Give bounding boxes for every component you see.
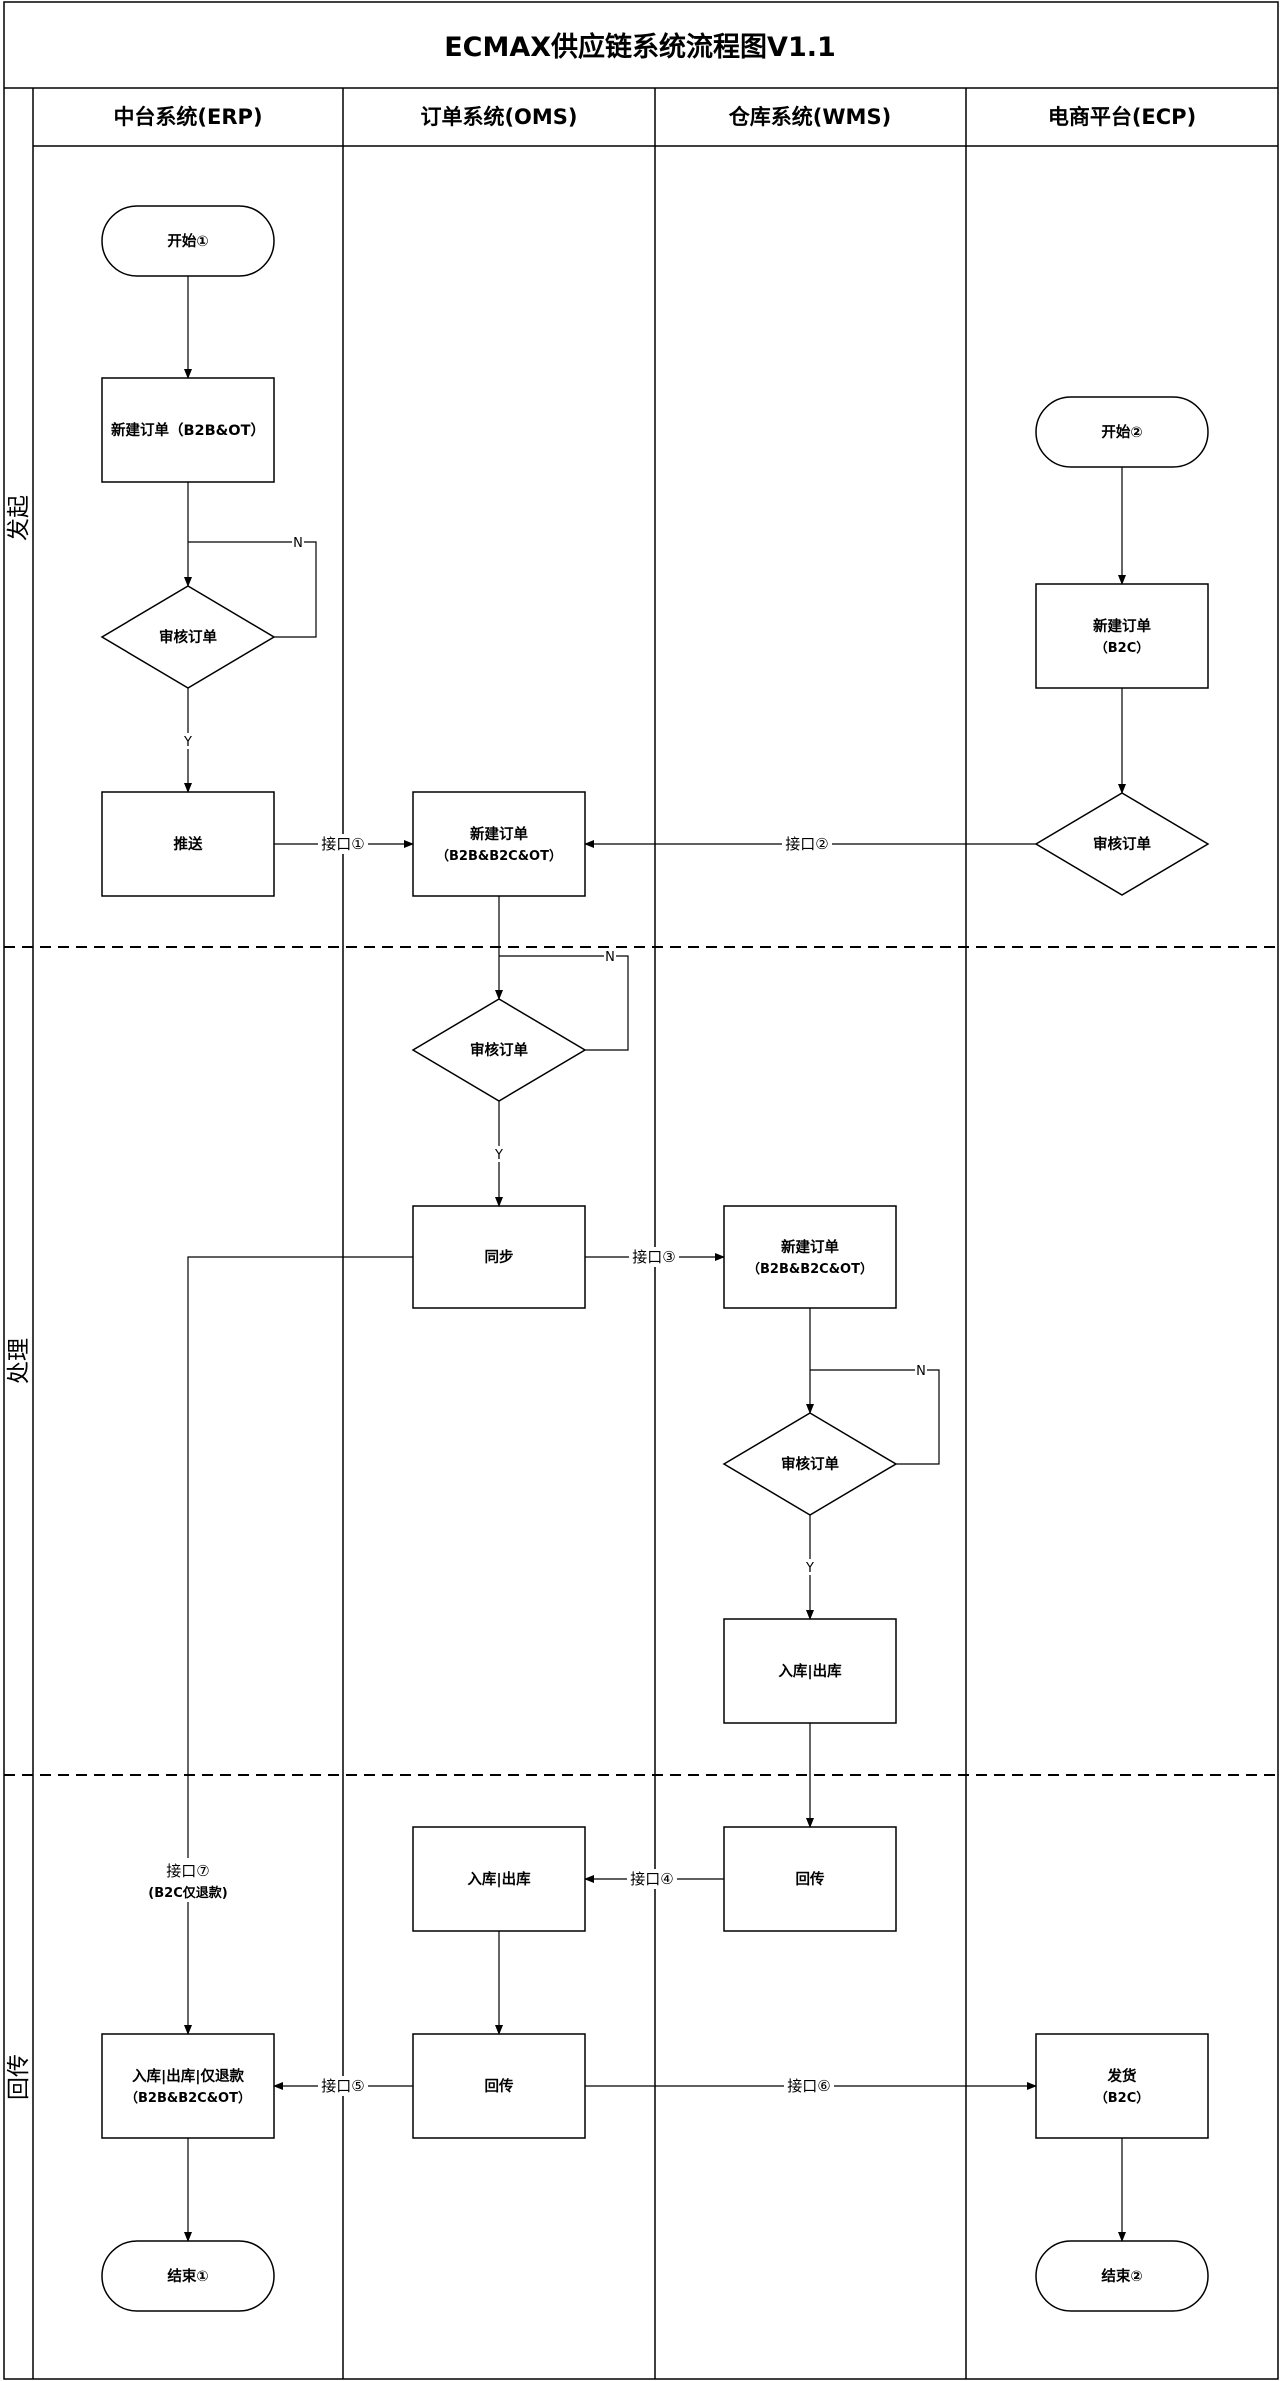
oms-review-label: 审核订单: [470, 1041, 528, 1059]
interface-6-label: 接口⑥: [787, 2077, 830, 2095]
erp-final-sublabel: （B2B&B2C&OT）: [125, 2090, 251, 2106]
interface-5-label: 接口⑤: [321, 2077, 364, 2095]
connector-labels: 接口① 接口② 接口③ 接口④ 接口⑤ 接口⑥ 接口⑦ (B2C仅退款) Y Y…: [148, 536, 926, 2095]
wms-new-order-label: 新建订单: [781, 1238, 839, 1256]
phase-label-initiate: 发起: [6, 495, 32, 541]
ecp-ship-label: 发货: [1107, 2067, 1137, 2085]
wms-new-order-box: [723, 1205, 897, 1309]
ecp-ship-box: [1035, 2033, 1209, 2139]
ecp-new-order-sublabel: （B2C）: [1095, 640, 1150, 656]
interface-7-sublabel: (B2C仅退款): [148, 1885, 227, 1901]
ecp-review-decision: [1034, 792, 1210, 896]
erp-final-box: [101, 2033, 275, 2139]
erp-review-yes-label: Y: [183, 735, 192, 750]
phase-dividers: [4, 946, 1278, 1776]
wms-review-label: 审核订单: [781, 1455, 839, 1473]
oms-review-yes-label: Y: [494, 1148, 503, 1163]
erp-push-box: [101, 791, 275, 897]
phase-label-process: 处理: [6, 1338, 32, 1384]
oms-inout-box: [412, 1826, 586, 1932]
oms-new-order-sublabel: （B2B&B2C&OT）: [436, 848, 562, 864]
erp-review-no-label: N: [293, 536, 303, 551]
wms-new-order-sublabel: （B2B&B2C&OT）: [747, 1261, 873, 1277]
ecp-ship-sublabel: （B2C）: [1095, 2090, 1150, 2106]
frame: [3, 1, 1279, 2380]
diagram-title: ECMAX供应链系统流程图V1.1: [444, 31, 836, 63]
wms-review-yes-label: Y: [805, 1561, 814, 1576]
start2-label: 开始②: [1101, 423, 1142, 441]
interface-7-label: 接口⑦: [166, 1862, 209, 1880]
oms-return-box: [412, 2033, 586, 2139]
wms-inout-label: 入库|出库: [778, 1662, 842, 1680]
oms-sync-box: [412, 1205, 586, 1309]
shapes: [100, 205, 1210, 2312]
erp-push-label: 推送: [174, 835, 203, 853]
oms-new-order-label: 新建订单: [470, 825, 528, 843]
erp-final-label: 入库|出库|仅退款: [132, 2067, 245, 2085]
ecp-review-label: 审核订单: [1093, 835, 1151, 853]
erp-new-order-label: 新建订单（B2B&OT）: [111, 421, 265, 439]
end2-label: 结束②: [1101, 2267, 1142, 2285]
interface-1-label: 接口①: [321, 835, 364, 853]
oms-new-order-box: [412, 791, 586, 897]
interface-3-label: 接口③: [632, 1248, 675, 1266]
lane-header-wms: 仓库系统(WMS): [728, 105, 891, 129]
lane-header-oms: 订单系统(OMS): [420, 105, 577, 129]
erp-review-label: 审核订单: [159, 628, 217, 646]
wms-inout-box: [723, 1618, 897, 1724]
wms-return-box: [723, 1826, 897, 1932]
start1-label: 开始①: [167, 232, 208, 250]
oms-return-label: 回传: [485, 2077, 514, 2095]
lane-header-ecp: 电商平台(ECP): [1048, 105, 1196, 129]
lane-header-erp: 中台系统(ERP): [113, 105, 262, 129]
end1-label: 结束①: [167, 2267, 208, 2285]
interface-2-label: 接口②: [785, 835, 828, 853]
node-texts: 开始① 新建订单（B2B&OT） 审核订单 推送 开始② 新建订单 （B2C） …: [111, 232, 1152, 2285]
oms-sync-label: 同步: [485, 1249, 514, 1266]
phase-label-return: 回传: [6, 2054, 32, 2100]
wms-review-no-label: N: [916, 1364, 926, 1379]
ecp-new-order-label: 新建订单: [1093, 617, 1151, 635]
oms-review-no-label: N: [605, 950, 615, 965]
interface-4-label: 接口④: [630, 1870, 673, 1888]
wms-return-label: 回传: [796, 1870, 825, 1888]
label-backgrounds: [140, 534, 927, 2096]
oms-inout-label: 入库|出库: [467, 1870, 531, 1888]
ecp-new-order-box: [1035, 583, 1209, 689]
